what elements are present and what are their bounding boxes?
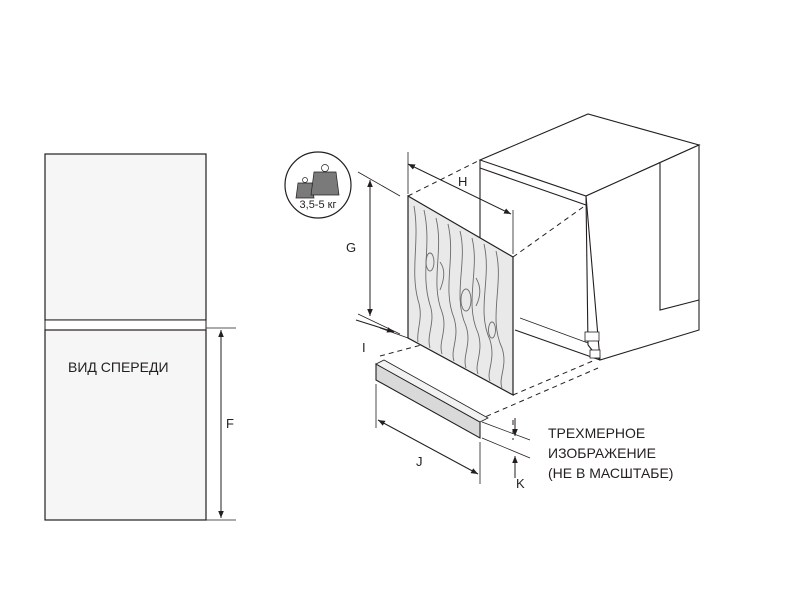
dim-j-line xyxy=(377,419,479,475)
wood-door-panel xyxy=(407,194,514,397)
iso-caption-line-3: (НЕ В МАСШТАБЕ) xyxy=(548,465,673,481)
iso-caption: ТРЕХМЕРНОЕ ИЗОБРАЖЕНИЕ (НЕ В МАСШТАБЕ) xyxy=(548,425,673,481)
dim-g-label: G xyxy=(346,240,356,255)
weight-label: 3,5-5 кг xyxy=(300,199,337,211)
dim-i-line xyxy=(355,319,395,333)
iso-view: G H I J K 3,5-5 кг xyxy=(284,113,701,491)
dim-k-label: K xyxy=(516,476,525,491)
front-view: F ВИД СПЕРЕДИ xyxy=(44,153,236,521)
front-view-door-panel xyxy=(44,329,207,521)
weight-icon xyxy=(295,164,340,199)
iso-caption-line-2: ИЗОБРАЖЕНИЕ xyxy=(548,445,656,461)
front-view-label: ВИД СПЕРЕДИ xyxy=(68,359,169,375)
iso-caption-line-1: ТРЕХМЕРНОЕ xyxy=(548,425,645,441)
dim-f-label: F xyxy=(226,416,234,431)
front-view-gap-strip xyxy=(44,319,207,331)
dim-h-label: H xyxy=(458,174,467,189)
front-view-top-unit xyxy=(44,153,207,321)
weight-badge: 3,5-5 кг xyxy=(284,151,352,219)
dim-i-label: I xyxy=(362,340,366,355)
dim-h-line xyxy=(407,163,512,215)
dim-j-label: J xyxy=(416,454,423,469)
